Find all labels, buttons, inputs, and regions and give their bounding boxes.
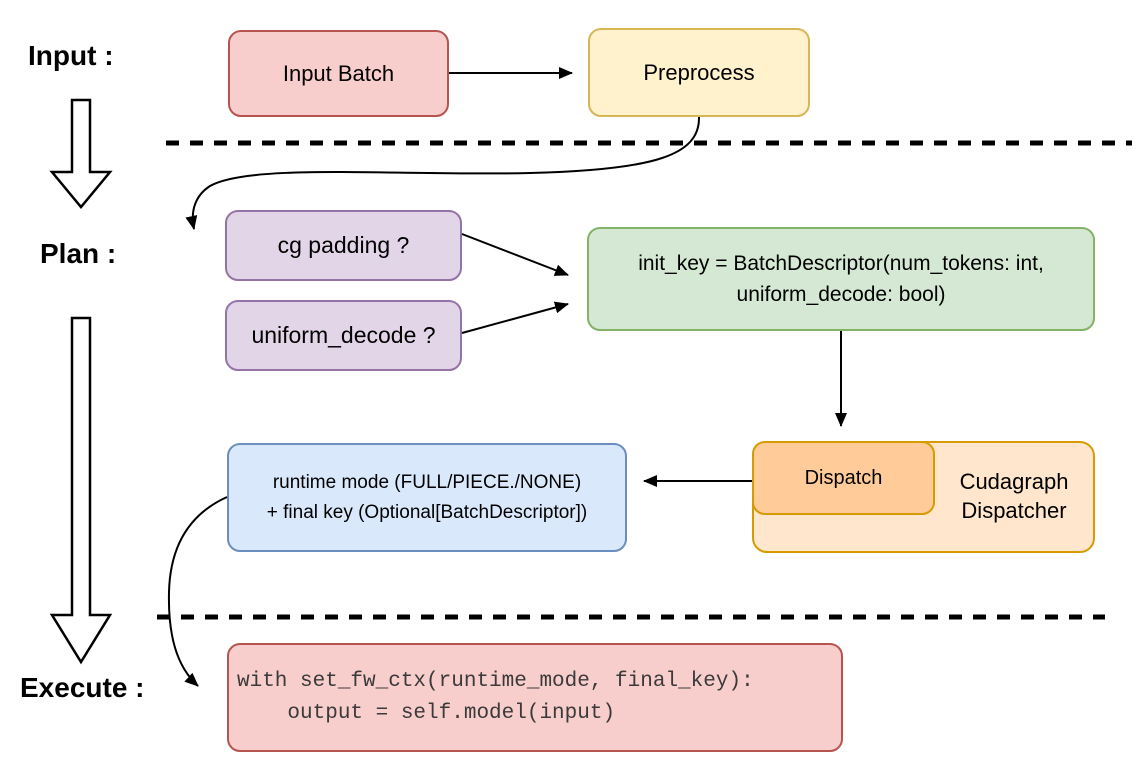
node-input-batch-label: Input Batch	[282, 60, 395, 86]
node-cg-padding-label: cg padding ?	[277, 231, 410, 258]
execute-code-line2: output = self.model(input)	[237, 701, 616, 725]
node-preprocess-label: Preprocess	[643, 59, 755, 85]
arrow-runtime-result-to-execute-code	[167, 496, 228, 687]
cudagraph-label-line2: Dispatcher	[961, 498, 1067, 523]
arrow-cg-padding-to-init-key	[461, 233, 569, 276]
runtime-result-line1: runtime mode (FULL/PIECE./NONE)	[272, 472, 582, 494]
node-cg-padding: cg padding ?	[225, 210, 462, 281]
node-dispatch: Dispatch	[752, 441, 935, 515]
execute-code-line1: with set_fw_ctx(runtime_mode, final_key)…	[237, 669, 754, 693]
plan-section-arrow-icon	[49, 316, 113, 665]
cudagraph-label-line1: Cudagraph	[959, 469, 1069, 495]
runtime-result-line2: + final key (Optional[BatchDescriptor])	[266, 501, 588, 523]
node-init-key-line2: uniform_decode: bool)	[736, 283, 946, 306]
section-label-input: Input :	[28, 40, 114, 71]
node-execute-code: with set_fw_ctx(runtime_mode, final_key)…	[227, 643, 843, 752]
section-label-execute: Execute :	[20, 672, 145, 703]
node-preprocess: Preprocess	[588, 28, 810, 117]
node-runtime-mode-result: runtime mode (FULL/PIECE./NONE) + final …	[227, 443, 627, 552]
section-label-plan: Plan :	[40, 238, 117, 269]
node-init-key: init_key = BatchDescriptor(num_tokens: i…	[587, 227, 1095, 331]
node-input-batch: Input Batch	[228, 30, 449, 117]
node-uniform-decode-label: uniform_decode ?	[251, 321, 436, 348]
node-init-key-line1: init_key = BatchDescriptor(num_tokens: i…	[638, 251, 1044, 275]
node-uniform-decode: uniform_decode ?	[225, 300, 462, 371]
node-dispatch-label: Dispatch	[804, 466, 883, 489]
node-cudagraph-dispatcher-label: Cudagraph Dispatcher	[933, 441, 1095, 553]
input-section-arrow-icon	[49, 98, 113, 209]
arrow-uniform-decode-to-init-key	[461, 301, 569, 334]
